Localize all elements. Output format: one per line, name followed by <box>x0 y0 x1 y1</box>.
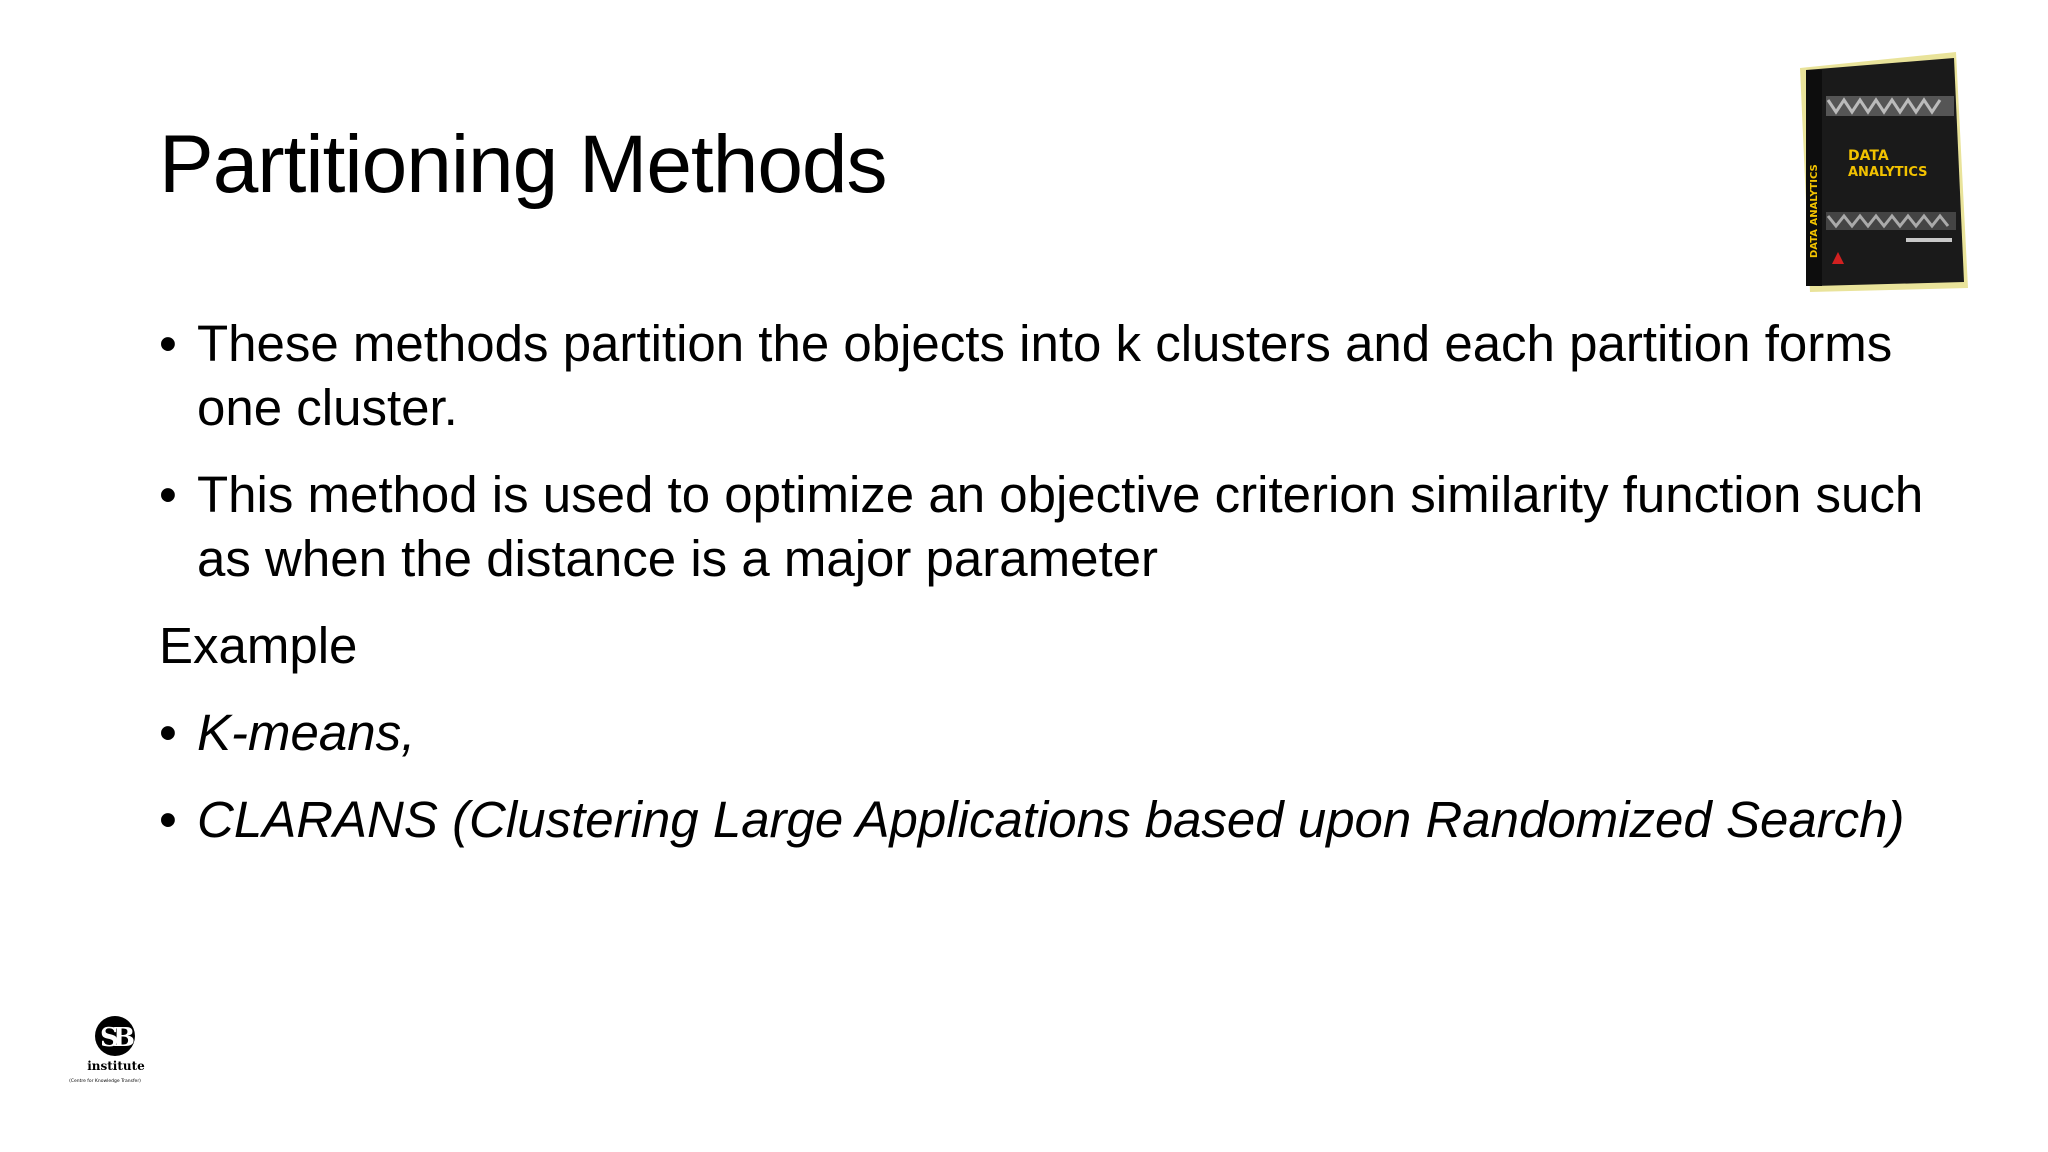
slide-title: Partitioning Methods <box>159 119 888 210</box>
slide-content: • These methods partition the objects in… <box>159 312 1929 875</box>
institute-logo-icon <box>95 1016 135 1056</box>
bullet-dot: • <box>159 704 177 761</box>
bullet-dot: • <box>159 466 177 523</box>
example-label: Example <box>159 617 358 674</box>
bullet-text: These methods partition the objects into… <box>197 315 1893 436</box>
institute-logo-label: institute <box>87 1059 145 1073</box>
publisher-logo-icon <box>1832 252 1844 264</box>
book-spine-text: DATA ANALYTICS <box>1809 164 1820 258</box>
svg-text:S: S <box>100 1023 119 1053</box>
bullet-item: • CLARANS (Clustering Large Applications… <box>159 788 1929 852</box>
bullet-item: • This method is used to optimize an obj… <box>159 463 1929 591</box>
bullet-text: CLARANS (Clustering Large Applications b… <box>197 791 1905 848</box>
book-cover-image: DATA ANALYTICS DATA ANALYTICS <box>1800 52 1968 292</box>
bullet-dot: • <box>159 315 177 372</box>
bullet-text: K-means, <box>197 704 416 761</box>
book-title-line2: ANALYTICS <box>1848 165 1928 180</box>
bullet-item: • These methods partition the objects in… <box>159 312 1929 440</box>
institute-logo-tagline: (Centre for Knowledge Transfer) <box>69 1078 141 1084</box>
bullet-text: This method is used to optimize an objec… <box>197 466 1924 587</box>
bullet-item: • K-means, <box>159 701 1929 765</box>
bullet-dot: • <box>159 791 177 848</box>
svg-text:B: B <box>113 1023 135 1053</box>
book-title-line1: DATA <box>1848 148 1889 164</box>
institute-logo: S B institute (Centre for Knowledge Tran… <box>69 1016 145 1084</box>
